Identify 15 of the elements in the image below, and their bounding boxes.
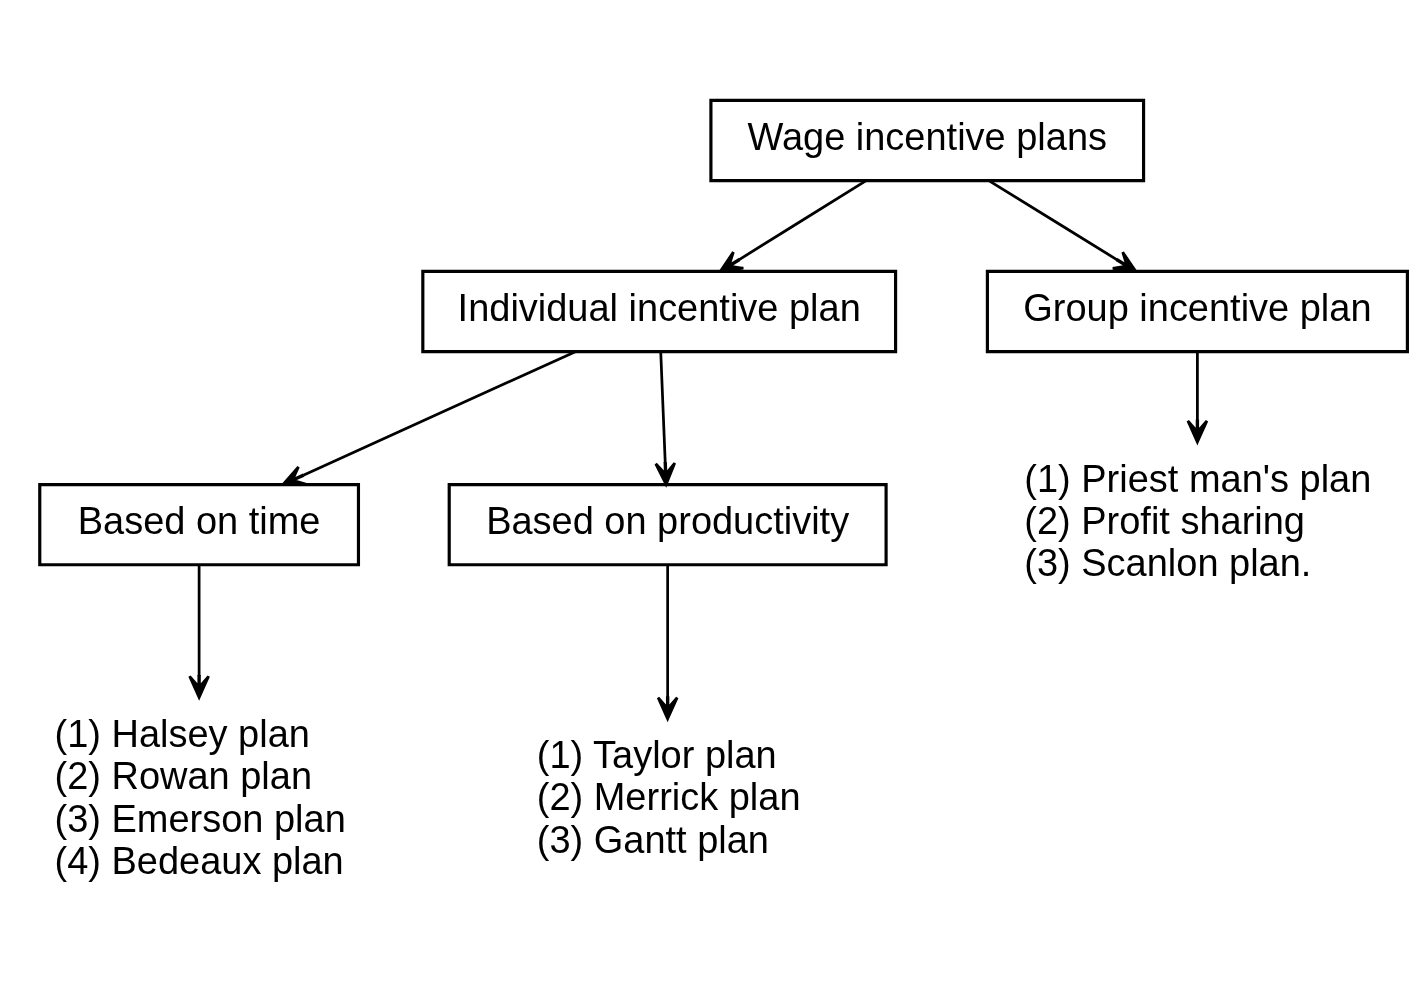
arrow	[654, 351, 677, 486]
node-box: Wage incentive plans	[709, 98, 1146, 183]
node-text: (1) Halsey plan (2) Rowan plan (3) Emerson plan (4) Bedeaux plan	[54, 713, 346, 882]
arrow	[719, 179, 867, 273]
arrow	[1186, 351, 1209, 444]
node-text: (1) Priest man's plan (2) Profit sharing (3) Scanlon plan.	[1024, 457, 1372, 585]
node-box: Based on time	[38, 482, 361, 567]
node-box: Individual incentive plan	[421, 269, 898, 354]
arrow	[281, 350, 576, 486]
arrow	[188, 565, 210, 699]
node-box: Group incentive plan	[985, 269, 1409, 354]
arrow	[988, 179, 1138, 273]
node-box: Based on productivity	[447, 482, 888, 567]
node-text: (1) Taylor plan (2) Merrick plan (3) Gantt plan	[536, 734, 801, 861]
arrow	[656, 565, 679, 721]
